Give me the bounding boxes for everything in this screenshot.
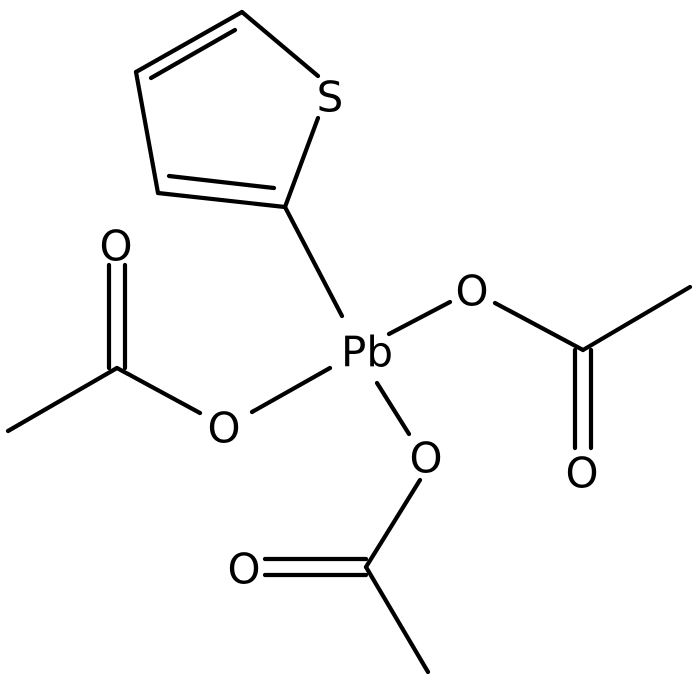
thiophene-ring (133, 9, 321, 210)
atom-oxygen-left-carbonyl: O (99, 222, 132, 271)
bond-pb-o-left (249, 365, 333, 415)
acetate-left (5, 262, 203, 434)
bond-pb-o-right (386, 299, 453, 337)
bond-c-methyl-bottom (363, 564, 431, 675)
bond-c3-c2-double (166, 173, 277, 191)
acetate-bottom (262, 477, 431, 675)
lead-bonds (249, 204, 453, 437)
bond-o-right-c (492, 300, 586, 353)
atom-oxygen-bottom-ester: O (409, 434, 442, 483)
atom-oxygen-right-carbonyl: O (565, 449, 598, 498)
atom-lead: Pb (341, 328, 393, 377)
bond-c3-c2 (155, 190, 288, 210)
atom-oxygen-right-ester: O (455, 267, 488, 316)
atom-oxygen-bottom-carbonyl: O (227, 545, 260, 594)
bond-o-left-c (114, 365, 203, 416)
bond-o-bottom-c (363, 477, 423, 570)
bond-c5-c4-double (148, 27, 238, 81)
acetate-right (492, 284, 693, 451)
bond-c4-c3 (133, 69, 161, 196)
bond-c2-pb (282, 204, 345, 319)
bond-pb-o-bottom (374, 380, 412, 437)
bond-s-c2 (282, 115, 321, 210)
bond-c5-s (239, 9, 321, 79)
bond-c-methyl-left (5, 365, 120, 434)
bond-c-methyl-right (580, 284, 693, 353)
atom-oxygen-left-ester: O (207, 404, 240, 453)
atom-sulfur: S (317, 73, 344, 122)
bond-c5-c4 (133, 9, 245, 75)
